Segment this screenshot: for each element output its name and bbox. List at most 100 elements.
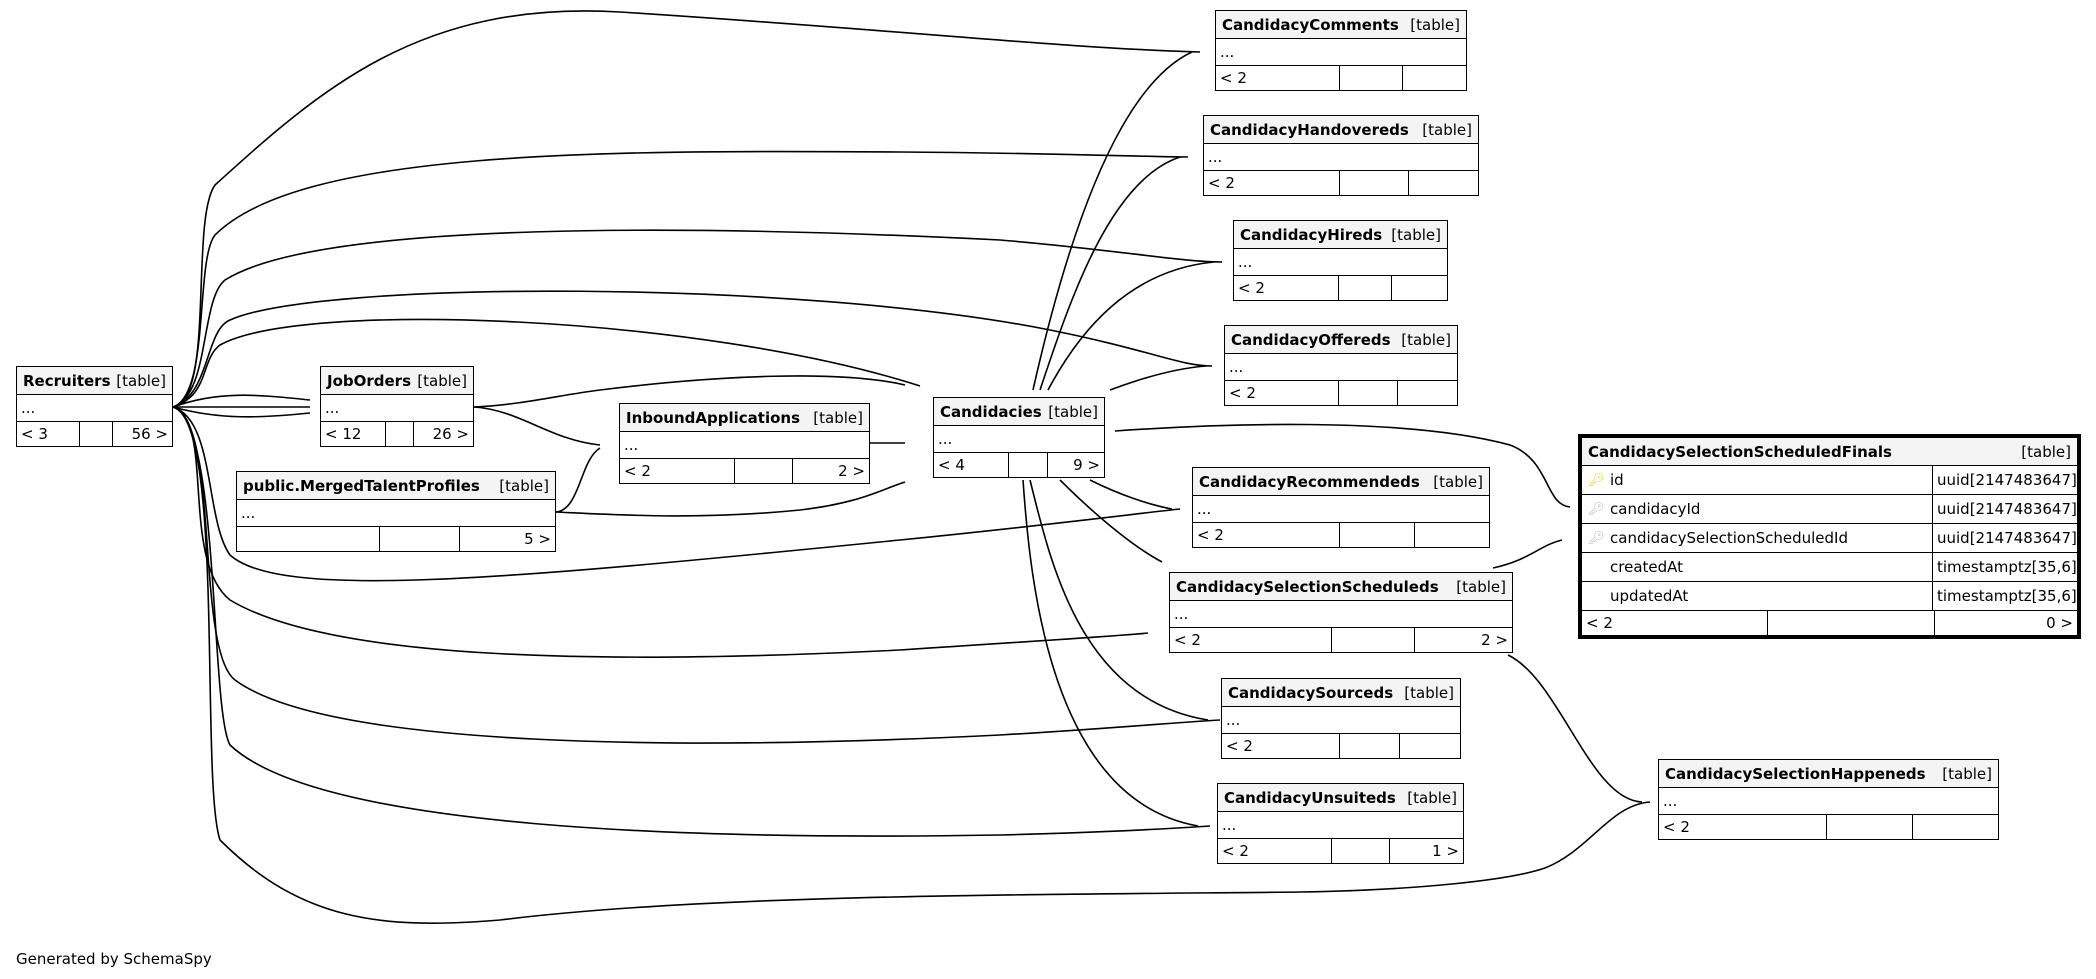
table-name: CandidacyComments bbox=[1222, 15, 1399, 34]
children-count[interactable] bbox=[1913, 815, 1998, 839]
table-name: CandidacySelectionScheduledFinals bbox=[1588, 442, 1892, 461]
columns-ellipsis: ... bbox=[934, 426, 1104, 453]
table-type: [table] bbox=[1410, 15, 1460, 34]
columns-ellipsis: ... bbox=[1218, 812, 1463, 839]
table-type: [table] bbox=[499, 476, 549, 495]
parents-count[interactable]: < 12 bbox=[321, 422, 386, 446]
children-count[interactable]: 9 > bbox=[1073, 456, 1100, 474]
column-row[interactable]: updatedAt timestamptz[35,6] bbox=[1582, 582, 2077, 611]
table-type: [table] bbox=[1401, 330, 1451, 349]
foreign-key-icon: 🔑︎ bbox=[1588, 530, 1605, 546]
columns-ellipsis: ... bbox=[1222, 707, 1460, 734]
children-count[interactable]: 5 > bbox=[524, 530, 551, 548]
table-type: [table] bbox=[2021, 442, 2071, 461]
columns-ellipsis: ... bbox=[1659, 788, 1998, 815]
children-count[interactable] bbox=[1400, 734, 1460, 758]
edge-candidacies-handovereds bbox=[1039, 156, 1181, 391]
table-name: Candidacies bbox=[940, 402, 1042, 421]
parents-count[interactable]: < 2 bbox=[1170, 628, 1332, 652]
columns-ellipsis: ... bbox=[1170, 601, 1512, 628]
parents-count[interactable] bbox=[237, 527, 380, 551]
children-count[interactable] bbox=[1409, 171, 1478, 195]
rows-cell bbox=[1339, 381, 1398, 405]
parents-count[interactable]: < 3 bbox=[17, 422, 80, 446]
column-type: timestamptz[35,6] bbox=[1937, 587, 2077, 605]
children-count[interactable]: 2 > bbox=[1481, 631, 1508, 649]
edge-scheduleds-finals bbox=[1492, 539, 1563, 569]
parents-count[interactable]: < 2 bbox=[1218, 839, 1332, 863]
table-candidacy-selection-scheduleds[interactable]: CandidacySelectionScheduleds[table] ... … bbox=[1169, 572, 1513, 653]
children-count[interactable]: 56 > bbox=[131, 425, 168, 443]
table-type: [table] bbox=[1942, 764, 1992, 783]
children-count[interactable]: 1 > bbox=[1432, 842, 1459, 860]
table-type: [table] bbox=[1422, 120, 1472, 139]
column-row[interactable]: 🔑︎id uuid[2147483647] bbox=[1582, 466, 2077, 495]
table-candidacy-selection-scheduled-finals[interactable]: CandidacySelectionScheduledFinals [table]… bbox=[1578, 434, 2081, 639]
table-type: [table] bbox=[1456, 577, 1506, 596]
rows-cell bbox=[1340, 66, 1403, 90]
parents-count[interactable]: < 4 bbox=[934, 453, 1009, 477]
table-candidacy-offereds[interactable]: CandidacyOffereds [table] ... < 2 bbox=[1224, 325, 1458, 406]
children-count[interactable] bbox=[1398, 381, 1457, 405]
column-row[interactable]: 🔑︎candidacyId uuid[2147483647] bbox=[1582, 495, 2077, 524]
table-type: [table] bbox=[1404, 683, 1454, 702]
rows-cell bbox=[80, 422, 113, 446]
table-candidacy-recommendeds[interactable]: CandidacyRecommendeds[table] ... < 2 bbox=[1192, 467, 1490, 548]
edge-recruiters-candidacies bbox=[172, 318, 921, 408]
parents-count[interactable]: < 2 bbox=[1234, 276, 1339, 300]
parents-count[interactable]: < 2 bbox=[1193, 523, 1340, 547]
children-count[interactable] bbox=[1415, 523, 1489, 547]
table-name: CandidacySelectionScheduleds bbox=[1176, 577, 1439, 596]
table-name: JobOrders bbox=[327, 371, 412, 390]
parents-count[interactable]: < 2 bbox=[1659, 815, 1827, 839]
column-type: uuid[2147483647] bbox=[1937, 529, 2077, 547]
table-name: CandidacySelectionHappeneds bbox=[1665, 764, 1926, 783]
column-name: createdAt bbox=[1610, 558, 1684, 576]
table-name: CandidacyHandovereds bbox=[1210, 120, 1409, 139]
rows-cell bbox=[1332, 839, 1390, 863]
column-type: uuid[2147483647] bbox=[1937, 471, 2077, 489]
table-candidacy-hireds[interactable]: CandidacyHireds[table] ... < 2 bbox=[1233, 220, 1448, 301]
table-candidacy-comments[interactable]: CandidacyComments[table] ... < 2 bbox=[1215, 10, 1467, 91]
edge-candidacies-hireds bbox=[1047, 261, 1215, 391]
table-candidacy-handovereds[interactable]: CandidacyHandovereds[table] ... < 2 bbox=[1203, 115, 1479, 196]
parents-count[interactable]: < 2 bbox=[1222, 734, 1340, 758]
children-count[interactable] bbox=[1392, 276, 1447, 300]
table-name: CandidacyOffereds bbox=[1231, 330, 1391, 349]
column-type: timestamptz[35,6] bbox=[1937, 558, 2077, 576]
table-name: CandidacyUnsuiteds bbox=[1224, 788, 1396, 807]
parents-count[interactable]: < 2 bbox=[1216, 66, 1340, 90]
table-name: InboundApplications bbox=[626, 408, 801, 427]
table-merged-talent-profiles[interactable]: public.MergedTalentProfiles[table] ... 5… bbox=[236, 471, 556, 552]
column-row[interactable]: 🔑︎ candidacySelectionScheduledId uuid[214… bbox=[1582, 524, 2077, 553]
edge-recruiters-joborders-1 bbox=[172, 394, 311, 408]
children-count[interactable]: 26 > bbox=[432, 425, 469, 443]
parents-count[interactable]: < 2 bbox=[1204, 171, 1340, 195]
rows-cell bbox=[1340, 734, 1400, 758]
rows-cell bbox=[1827, 815, 1913, 839]
parents-count[interactable]: < 2 bbox=[1225, 381, 1339, 405]
table-candidacy-sourceds[interactable]: CandidacySourceds[table] ... < 2 bbox=[1221, 678, 1461, 759]
column-name: candidacySelectionScheduledId bbox=[1610, 529, 1848, 547]
edge-candidacies-unsuiteds bbox=[1022, 479, 1199, 827]
children-count[interactable] bbox=[1403, 66, 1466, 90]
table-candidacy-unsuiteds[interactable]: CandidacyUnsuiteds [table] ... < 2 1 > bbox=[1217, 783, 1464, 864]
children-count[interactable]: 0 > bbox=[2046, 614, 2073, 632]
rows-cell bbox=[735, 459, 793, 483]
table-candidacy-selection-happeneds[interactable]: CandidacySelectionHappeneds [table] ... <… bbox=[1658, 759, 1999, 840]
parents-count[interactable]: < 2 bbox=[620, 459, 735, 483]
columns-ellipsis: ... bbox=[1193, 496, 1489, 523]
parents-count[interactable]: < 2 bbox=[1582, 611, 1768, 635]
children-count[interactable]: 2 > bbox=[838, 462, 865, 480]
table-type: [table] bbox=[1407, 788, 1457, 807]
rows-cell bbox=[1768, 611, 1935, 635]
columns-ellipsis: ... bbox=[1225, 354, 1457, 381]
columns-ellipsis: ... bbox=[1234, 249, 1447, 276]
edge-scheduleds-happeneds bbox=[1507, 654, 1643, 803]
edge-merged-inbound bbox=[555, 447, 601, 513]
column-row[interactable]: createdAt timestamptz[35,6] bbox=[1582, 553, 2077, 582]
